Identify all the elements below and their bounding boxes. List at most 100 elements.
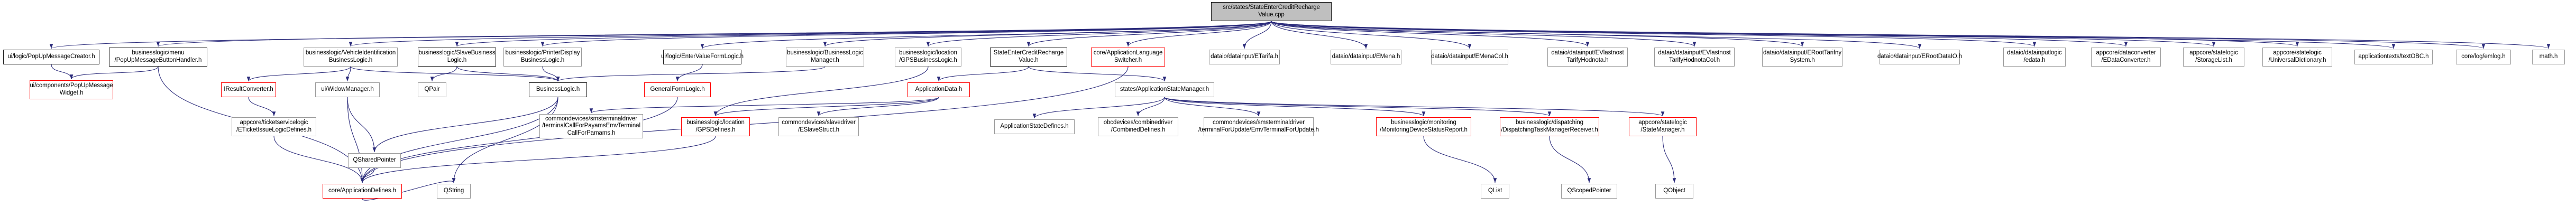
- graph-node[interactable]: appcore/statelogic /StateManager.h: [1629, 117, 1697, 136]
- graph-edge: [1136, 97, 1165, 117]
- graph-node[interactable]: businesslogic/SlaveBusiness Logic.h: [418, 48, 496, 67]
- graph-node[interactable]: ui/WidowManager.h: [315, 82, 380, 97]
- graph-node[interactable]: businesslogic/VehicleIdentification Busi…: [304, 48, 398, 67]
- graph-edge: [1271, 21, 1472, 49]
- graph-edge: [246, 66, 351, 82]
- graph-edge: [1032, 97, 1165, 119]
- graph-node[interactable]: ApplicationData.h: [907, 82, 970, 97]
- graph-edge: [1271, 21, 1590, 47]
- graph-node[interactable]: appcore/ticketservicelogic /ETicketIssue…: [232, 117, 316, 136]
- graph-edge: [1164, 97, 1426, 117]
- graph-node[interactable]: states/ApplicationStateManager.h: [1115, 82, 1214, 97]
- graph-node[interactable]: BusinessLogic.h: [529, 82, 587, 97]
- graph-edge: [817, 97, 939, 117]
- graph-edge: [590, 97, 939, 114]
- graph-node[interactable]: ApplicationStateDefines.h: [994, 119, 1075, 134]
- graph-node[interactable]: dataio/datainput/EVlastnost TarifyHodnot…: [1654, 48, 1735, 67]
- graph-node[interactable]: dataio/datainputlogic /edata.h: [2003, 48, 2066, 67]
- graph-edge: [350, 66, 560, 82]
- graph-edge: [541, 21, 1272, 47]
- graph-node[interactable]: QScopedPointer: [1561, 184, 1617, 199]
- graph-node[interactable]: obcdevices/combinedriver /CombinedDefine…: [1098, 117, 1178, 136]
- graph-node[interactable]: dataio/datainput/ERootDataIO.h: [1877, 50, 1962, 64]
- graph-edge: [360, 167, 375, 183]
- graph-node[interactable]: appcore/statelogic /StorageList.h: [2183, 48, 2244, 67]
- graph-edge: [1271, 21, 2299, 47]
- graph-node[interactable]: ui/components/PopUpMessage Widget.h: [30, 80, 113, 99]
- graph-node[interactable]: QList: [1481, 184, 1509, 199]
- graph-node[interactable]: businesslogic/monitoring /MonitoringDevi…: [1376, 117, 1471, 136]
- graph-edge: [823, 21, 1272, 47]
- graph-node[interactable]: IResultConverter.h: [221, 82, 276, 97]
- graph-node[interactable]: commondevices/slavedriver /ESlaveStruct.…: [778, 117, 859, 136]
- graph-node[interactable]: StateEnterCreditRecharge Value.h: [990, 48, 1067, 67]
- graph-node[interactable]: ui/logic/PopUpMessageCreator.h: [3, 50, 99, 64]
- graph-edge: [1028, 66, 1167, 82]
- graph-edge: [360, 97, 558, 183]
- graph-node[interactable]: core/ApplicationLanguage Switcher.h: [1091, 48, 1165, 67]
- graph-edge: [1026, 21, 1272, 47]
- graph-edge: [937, 66, 1029, 82]
- graph-node[interactable]: appcore/statelogic /UniversalDictionary.…: [2262, 48, 2332, 67]
- graph-edge: [360, 136, 716, 183]
- graph-edge: [701, 21, 1272, 49]
- graph-node[interactable]: businesslogic/location /GPSBusinessLogic…: [895, 48, 961, 67]
- graph-root-node[interactable]: src/states/StateEnterCreditRecharge Valu…: [1211, 2, 1332, 21]
- graph-node[interactable]: applicationtexts/textOBC.h: [2354, 50, 2433, 64]
- graph-node[interactable]: businesslogic/dispatching /DispatchingTa…: [1500, 117, 1599, 136]
- graph-edge: [1549, 136, 1591, 183]
- graph-edge: [347, 97, 364, 183]
- graph-edge: [1164, 97, 1261, 117]
- graph-node[interactable]: core/log/emlog.h: [2456, 50, 2511, 64]
- graph-edge: [455, 21, 1272, 47]
- graph-node[interactable]: dataio/datainput/ERootTarifny System.h: [1762, 48, 1842, 67]
- graph-node[interactable]: dataio/datainput/EMenaCol.h: [1431, 50, 1508, 64]
- graph-edge: [1126, 21, 1272, 47]
- graph-node[interactable]: businesslogic/BusinessLogic Manager.h: [786, 48, 864, 67]
- graph-node[interactable]: QString: [437, 184, 471, 199]
- graph-node[interactable]: QSharedPointer: [348, 153, 401, 168]
- graph-edge: [1271, 21, 2036, 47]
- graph-edge: [1271, 21, 1921, 49]
- graph-edge: [1271, 21, 1804, 47]
- graph-edge: [713, 97, 939, 117]
- graph-edge: [1271, 21, 2550, 49]
- graph-node[interactable]: commondevices/smsterminaldriver /termina…: [1198, 117, 1319, 136]
- graph-edge: [1271, 21, 1368, 49]
- graph-node[interactable]: dataio/datainput/ETarifa.h: [1209, 50, 1280, 64]
- graph-edge: [1164, 97, 1551, 117]
- graph-edge: [1271, 21, 2128, 47]
- graph-edge: [157, 21, 1272, 47]
- graph-edge: [248, 97, 276, 117]
- graph-node[interactable]: appcore/dataconverter /EDataConverter.h: [2091, 48, 2161, 67]
- graph-edge: [1662, 136, 1676, 183]
- graph-edge: [360, 97, 678, 183]
- graph-edge: [1271, 21, 2215, 47]
- graph-edge: [347, 97, 377, 153]
- graph-edge: [1423, 136, 1497, 183]
- graph-node[interactable]: core/ApplicationDefines.h: [323, 184, 402, 199]
- graph-node[interactable]: QPair: [418, 82, 446, 97]
- graph-node[interactable]: commondevices/smsterminaldriver /termina…: [539, 114, 643, 138]
- graph-edge: [452, 97, 558, 183]
- graph-edge: [372, 97, 558, 153]
- graph-node[interactable]: dataio/datainput/EVlastnost TarifyHodnot…: [1547, 48, 1628, 67]
- graph-node[interactable]: dataio/datainput/EMena.h: [1331, 50, 1401, 64]
- graph-edge: [51, 64, 74, 80]
- graph-edge: [1242, 21, 1272, 49]
- graph-node[interactable]: businesslogic/PrinterDisplay BusinessLog…: [503, 48, 582, 67]
- graph-edge: [50, 21, 1272, 49]
- graph-node[interactable]: ui/logic/EnterValueFormLogic.h: [661, 50, 744, 64]
- graph-node[interactable]: GeneralFormLogic.h: [644, 82, 711, 97]
- graph-edge: [1271, 21, 1697, 47]
- graph-node[interactable]: math.h: [2532, 50, 2565, 64]
- graph-node[interactable]: businesslogic/menu /PopUpMessageButtonHa…: [109, 48, 207, 67]
- graph-edge: [456, 66, 560, 82]
- graph-node[interactable]: QObject: [1655, 184, 1693, 199]
- graph-edge: [542, 66, 560, 82]
- graph-edge: [349, 21, 1272, 47]
- graph-edge: [1271, 21, 2485, 49]
- graph-edge: [1271, 21, 2395, 49]
- graph-node[interactable]: businesslogic/location /GPSDefines.h: [681, 117, 750, 136]
